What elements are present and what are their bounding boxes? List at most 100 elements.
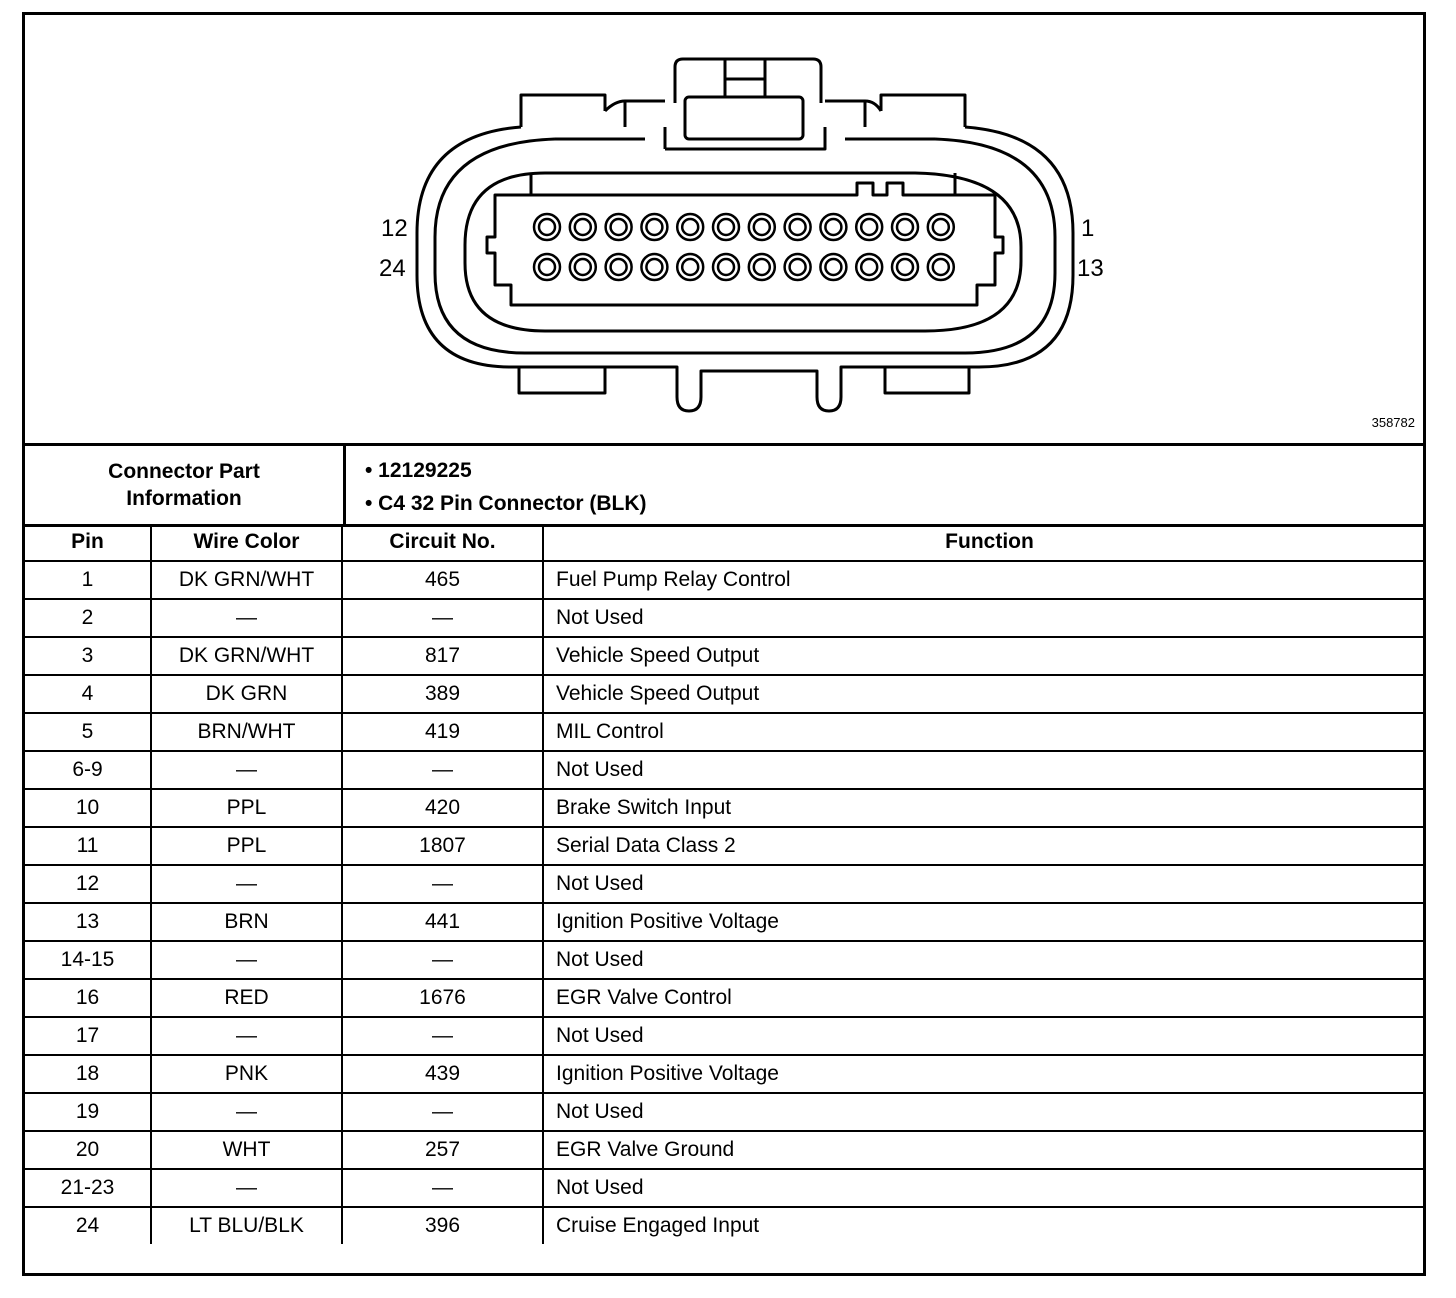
circuit-no-cell: 1676 bbox=[341, 978, 544, 1018]
pin-cell: 20 bbox=[25, 1130, 152, 1170]
pin-cavity bbox=[640, 252, 669, 282]
wire-color-cell: — bbox=[150, 1092, 343, 1132]
circuit-no-cell: — bbox=[341, 940, 544, 980]
pin-cavity bbox=[824, 257, 843, 277]
pin-cavity bbox=[788, 257, 807, 277]
pin-cell: 11 bbox=[25, 826, 152, 866]
pin-cavity bbox=[752, 217, 772, 237]
pin-cavity bbox=[537, 217, 557, 237]
wire-color-cell: RED bbox=[150, 978, 343, 1018]
pin-cavity bbox=[854, 212, 884, 242]
table-row: 2——Not Used bbox=[25, 598, 1423, 638]
pin-cell: 5 bbox=[25, 712, 152, 752]
pin-cavity bbox=[819, 252, 848, 282]
circuit-no-cell: — bbox=[341, 1016, 544, 1056]
pin-cavity bbox=[568, 252, 598, 282]
circuit-no-cell: — bbox=[341, 1168, 544, 1208]
wire-color-cell: — bbox=[150, 750, 343, 790]
pin-cavity bbox=[926, 212, 956, 242]
pin-cavity bbox=[788, 217, 807, 237]
pin-cavity bbox=[783, 212, 812, 242]
pin-cavity bbox=[675, 252, 705, 282]
pin-grid bbox=[532, 212, 956, 282]
pin-cell: 10 bbox=[25, 788, 152, 828]
pin-label-bottom-right: 13 bbox=[1077, 255, 1104, 282]
circuit-no-cell: — bbox=[341, 1092, 544, 1132]
connector-description: • C4 32 Pin Connector (BLK) bbox=[365, 492, 647, 515]
pin-cavity bbox=[819, 212, 848, 242]
circuit-no-cell: — bbox=[341, 598, 544, 638]
pin-cavity bbox=[854, 252, 884, 282]
pin-cavity bbox=[931, 257, 951, 277]
pin-cavity bbox=[747, 212, 777, 242]
table-row: 21-23——Not Used bbox=[25, 1168, 1423, 1208]
pin-cavity bbox=[532, 252, 562, 282]
function-cell: Vehicle Speed Output bbox=[542, 674, 1423, 714]
pin-cavity bbox=[573, 217, 593, 237]
function-cell: Fuel Pump Relay Control bbox=[542, 560, 1423, 600]
function-cell: MIL Control bbox=[542, 712, 1423, 752]
circuit-no-cell: 257 bbox=[341, 1130, 544, 1170]
connector-face-drawing bbox=[415, 57, 1075, 413]
circuit-no-cell: 389 bbox=[341, 674, 544, 714]
pin-cell: 13 bbox=[25, 902, 152, 942]
pin-cell: 18 bbox=[25, 1054, 152, 1094]
function-cell: EGR Valve Control bbox=[542, 978, 1423, 1018]
pin-cavity bbox=[573, 257, 593, 277]
pin-cell: 12 bbox=[25, 864, 152, 904]
pin-cavity bbox=[752, 257, 772, 277]
pin-cavity bbox=[680, 217, 700, 237]
wire-color-cell: WHT bbox=[150, 1130, 343, 1170]
circuit-no-cell: — bbox=[341, 864, 544, 904]
function-cell: Brake Switch Input bbox=[542, 788, 1423, 828]
pin-cavity bbox=[926, 252, 956, 282]
connector-part-info-values: • 12129225 • C4 32 Pin Connector (BLK) bbox=[365, 454, 647, 520]
pin-cavity bbox=[716, 257, 736, 277]
function-cell: Cruise Engaged Input bbox=[542, 1206, 1423, 1244]
connector-part-info: Connector Part Information • 12129225 • … bbox=[25, 443, 1423, 527]
wire-color-cell: PPL bbox=[150, 788, 343, 828]
pin-label-top-left: 12 bbox=[381, 215, 408, 242]
pin-cavity bbox=[532, 212, 562, 242]
pin-cavity bbox=[711, 252, 741, 282]
pin-cavity bbox=[783, 252, 812, 282]
circuit-no-cell: 817 bbox=[341, 636, 544, 676]
header-circuit-no: Circuit No. bbox=[341, 524, 544, 562]
function-cell: Ignition Positive Voltage bbox=[542, 902, 1423, 942]
connector-part-info-label: Connector Part Information bbox=[25, 446, 346, 524]
pinout-header-row: Pin Wire Color Circuit No. Function bbox=[25, 524, 1423, 562]
pin-cavity bbox=[609, 217, 628, 237]
pin-label-bottom-left: 24 bbox=[379, 255, 406, 282]
function-cell: Not Used bbox=[542, 864, 1423, 904]
wire-color-cell: DK GRN/WHT bbox=[150, 560, 343, 600]
function-cell: Vehicle Speed Output bbox=[542, 636, 1423, 676]
circuit-no-cell: 441 bbox=[341, 902, 544, 942]
wire-color-cell: — bbox=[150, 598, 343, 638]
pin-cavity bbox=[604, 252, 633, 282]
pin-cavity bbox=[675, 212, 705, 242]
connector-part-info-label-text: Connector Part Information bbox=[108, 460, 260, 510]
pin-cavity bbox=[716, 217, 736, 237]
pin-cavity bbox=[890, 252, 920, 282]
circuit-no-cell: 396 bbox=[341, 1206, 544, 1244]
function-cell: Ignition Positive Voltage bbox=[542, 1054, 1423, 1094]
function-cell: Not Used bbox=[542, 1016, 1423, 1056]
pin-cavity bbox=[609, 257, 628, 277]
pin-cavity bbox=[747, 252, 777, 282]
circuit-no-cell: 439 bbox=[341, 1054, 544, 1094]
pin-label-top-right: 1 bbox=[1081, 215, 1095, 242]
function-cell: Not Used bbox=[542, 940, 1423, 980]
wire-color-cell: DK GRN bbox=[150, 674, 343, 714]
wire-color-cell: BRN/WHT bbox=[150, 712, 343, 752]
pin-cavity bbox=[890, 212, 920, 242]
wire-color-cell: LT BLU/BLK bbox=[150, 1206, 343, 1244]
table-row: 19——Not Used bbox=[25, 1092, 1423, 1132]
